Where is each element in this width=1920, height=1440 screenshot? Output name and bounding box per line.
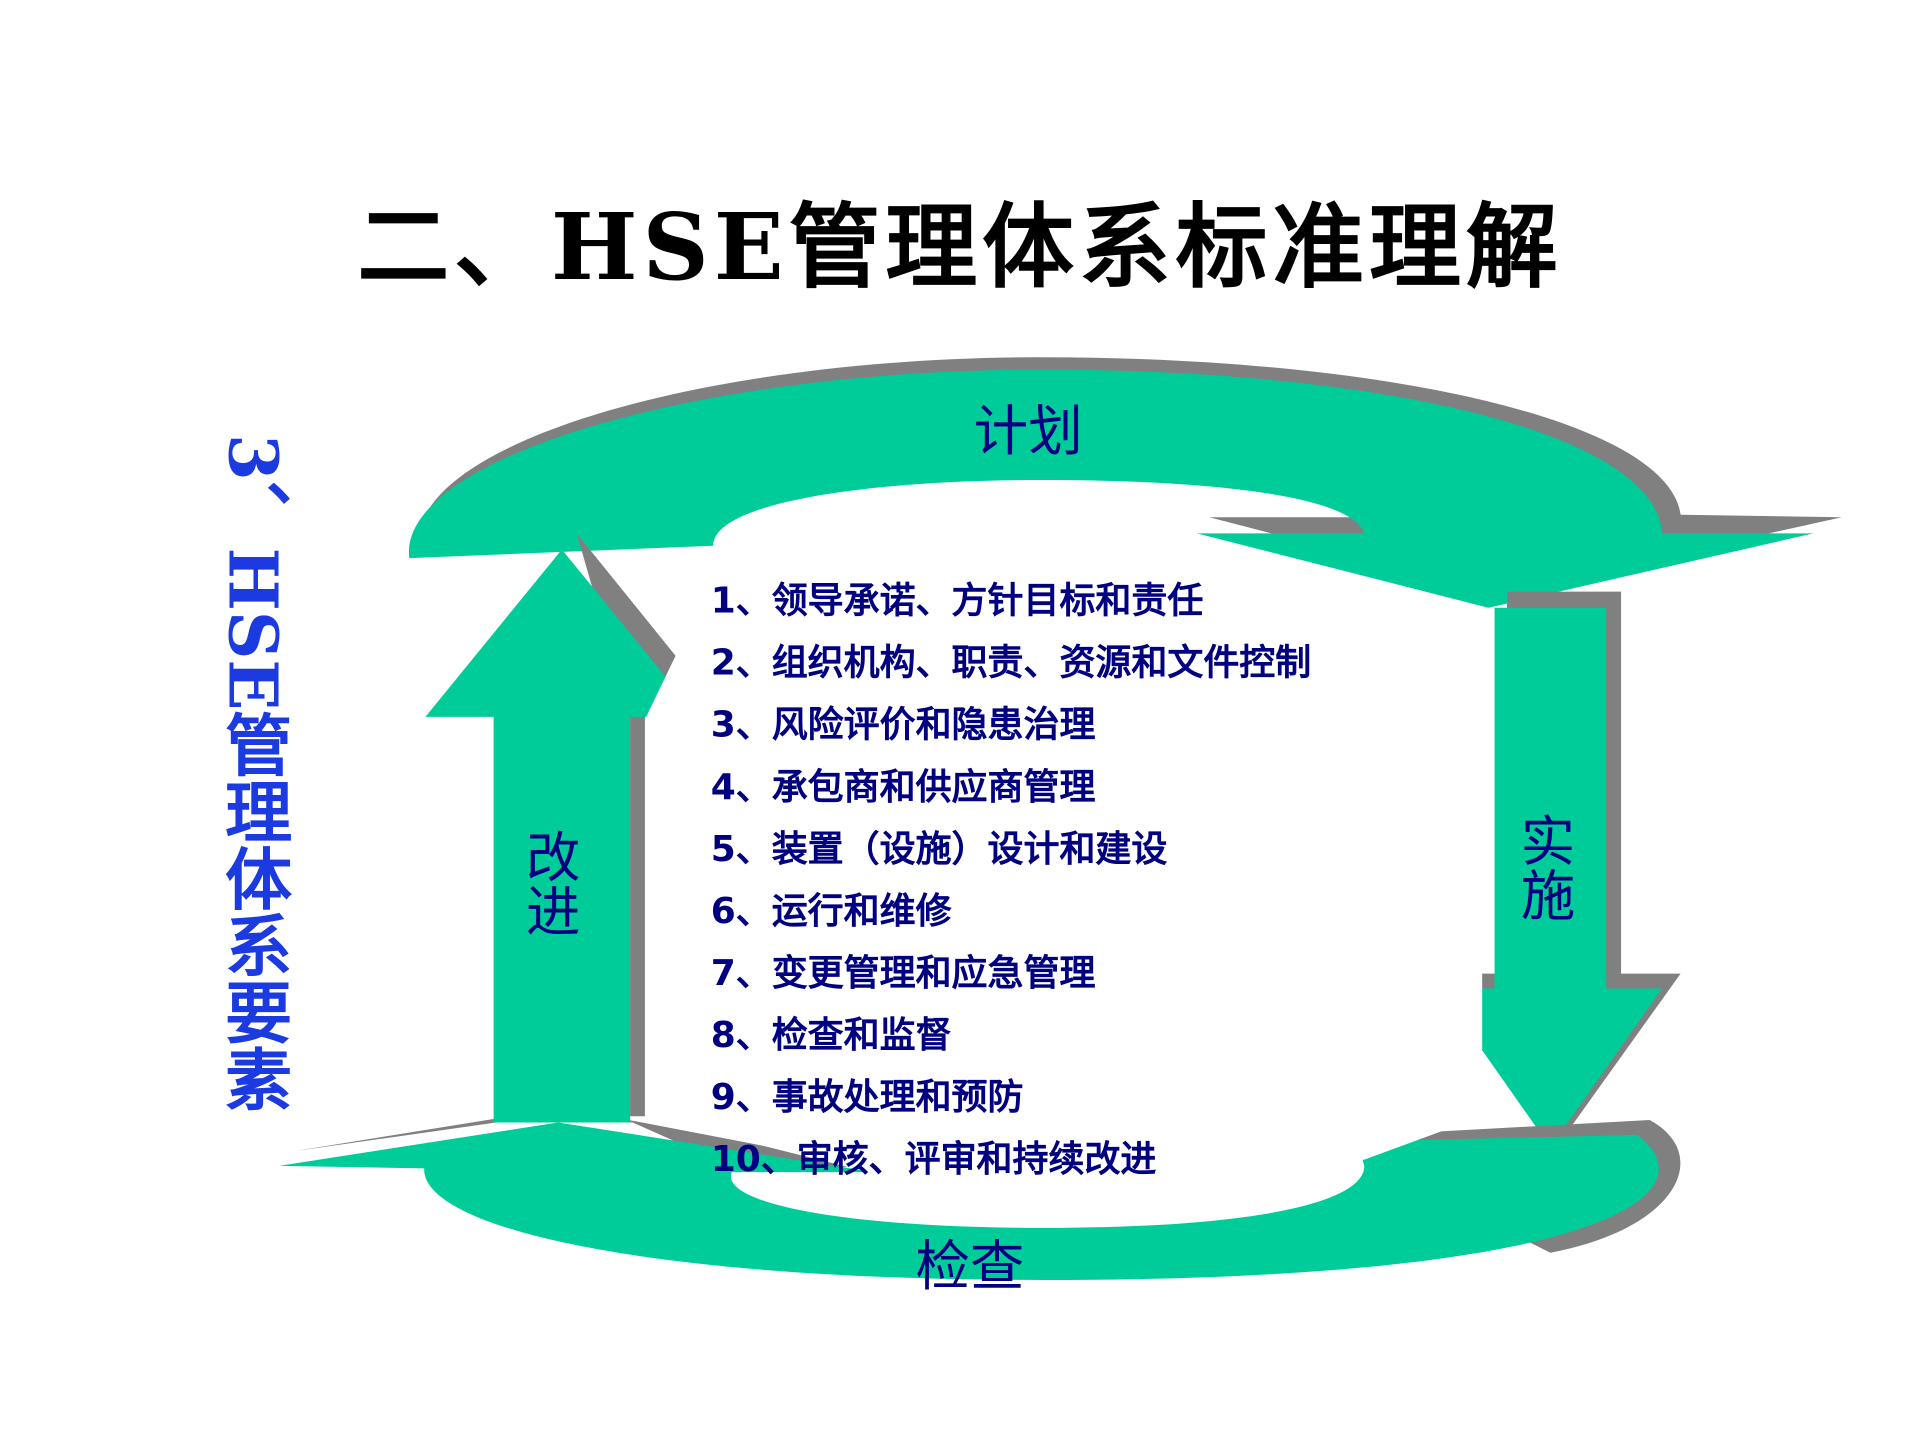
- hse-elements-list: 1、领导承诺、方针目标和责任 2、组织机构、职责、资源和文件控制 3、风险评价和…: [711, 573, 1312, 1193]
- list-item: 4、承包商和供应商管理: [710, 765, 1096, 808]
- plan-label: 计划: [973, 400, 1083, 464]
- list-item: 5、装置（设施）设计和建设: [710, 827, 1168, 870]
- do-label: 实施: [1510, 812, 1574, 922]
- list-item: 10、审核、评审和持续改进: [710, 1137, 1157, 1180]
- act-label: 改进: [515, 828, 580, 938]
- do-arrow: [1438, 591, 1681, 1148]
- plan-arrow: [408, 357, 1842, 608]
- check-label: 检查: [915, 1235, 1025, 1299]
- list-item: 6、运行和维修: [710, 889, 952, 932]
- list-item: 1、领导承诺、方针目标和责任: [710, 579, 1204, 622]
- check-arrow: [279, 1107, 1681, 1280]
- list-item: 8、检查和监督: [710, 1013, 952, 1056]
- list-item: 9、事故处理和预防: [710, 1075, 1024, 1118]
- side-title: 3、HSE管理体系要素: [213, 434, 293, 1113]
- list-item: 2、组织机构、职责、资源和文件控制: [710, 641, 1312, 684]
- list-item: 7、变更管理和应急管理: [710, 951, 1096, 994]
- slide-title: 二、HSE管理体系标准理解: [357, 194, 1563, 302]
- list-item: 3、风险评价和隐患治理: [710, 703, 1096, 746]
